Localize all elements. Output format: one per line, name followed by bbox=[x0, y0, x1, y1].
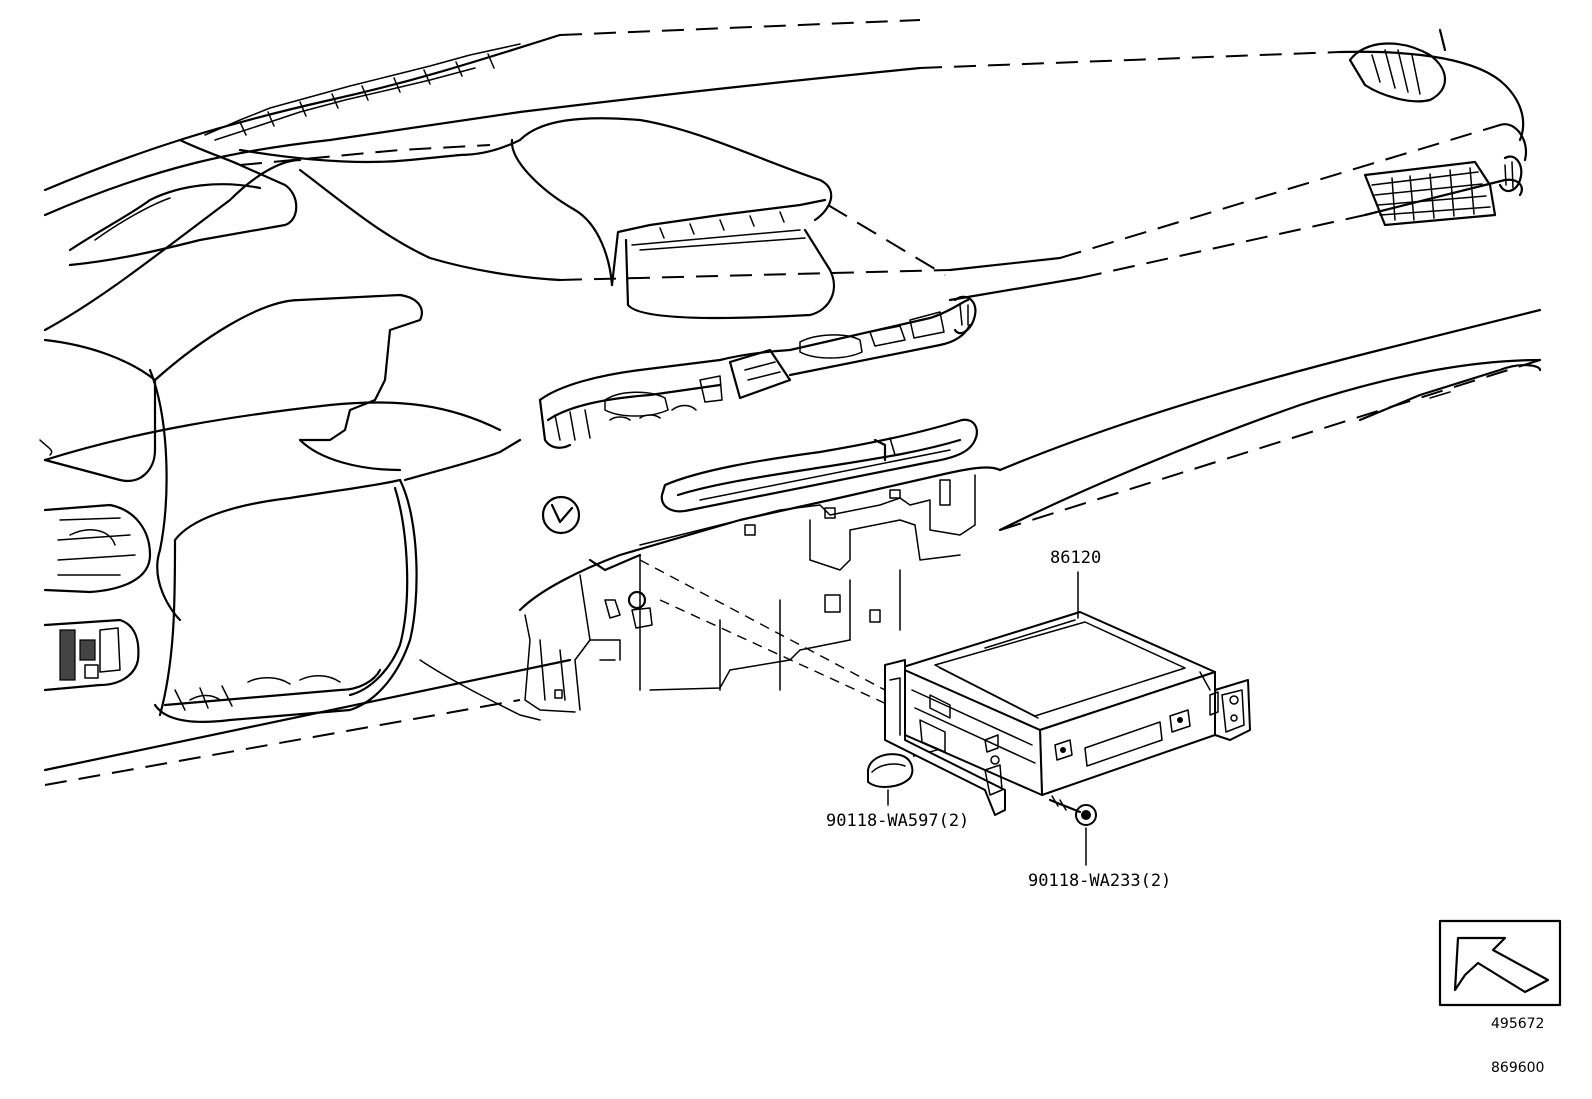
dashboard-left-section bbox=[39, 293, 423, 723]
dashboard-body-lines bbox=[43, 123, 1542, 786]
front-direction-arrow-icon bbox=[1453, 936, 1550, 994]
clip-part bbox=[867, 753, 914, 806]
center-air-vents bbox=[538, 155, 1523, 449]
part-number-main-unit: 86120 bbox=[1050, 548, 1102, 568]
center-console-panel bbox=[403, 418, 1002, 721]
illustration-code: 869600 bbox=[1491, 1060, 1545, 1076]
view-reference-code: 495672 bbox=[1491, 1016, 1545, 1032]
front-direction-box bbox=[1438, 919, 1562, 1007]
screw-part bbox=[1048, 795, 1097, 866]
dashboard-upper-surface bbox=[43, 117, 946, 332]
part-number-screw: 90118-WA233(2) bbox=[1028, 871, 1172, 891]
dashboard-top-panel bbox=[43, 19, 1525, 217]
part-number-clip: 90118-WA597(2) bbox=[826, 811, 970, 831]
radio-receiver-unit bbox=[884, 611, 1251, 816]
